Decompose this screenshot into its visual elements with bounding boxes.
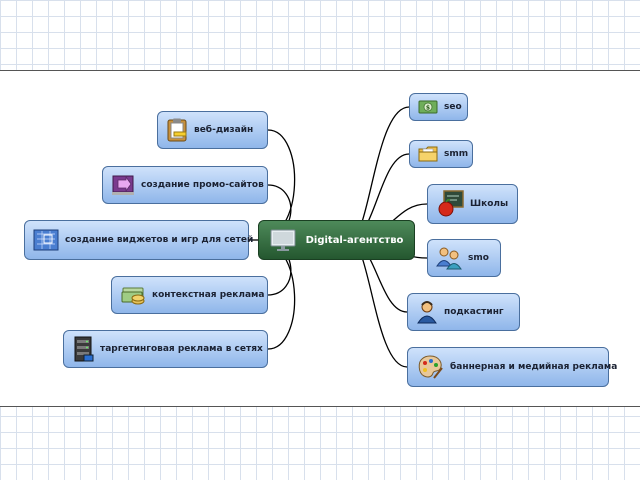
node-web-design[interactable]: веб-дизайн (157, 111, 268, 149)
node-smo[interactable]: smo (427, 239, 501, 277)
blueprint-icon (33, 229, 59, 251)
clipboard-icon (167, 118, 187, 142)
monitor-icon (270, 229, 296, 251)
node-label: подкастинг (444, 307, 504, 317)
person-icon (417, 301, 437, 324)
node-schools[interactable]: Школы (427, 184, 518, 224)
node-context-ads[interactable]: контекстная реклама (111, 276, 268, 314)
folder-icon (418, 146, 438, 162)
node-label: Школы (470, 199, 509, 209)
node-label: веб-дизайн (194, 125, 254, 135)
money-icon (121, 287, 145, 305)
node-banner-ads[interactable]: баннерная и медийная реклама (407, 347, 617, 387)
palette-icon (418, 355, 443, 379)
node-podcasting[interactable]: подкастинг (407, 293, 520, 331)
node-label: таргетинговая реклама в сетях (100, 344, 263, 354)
node-label: smo (468, 253, 489, 263)
server-rack-icon (74, 336, 94, 362)
svg-text:$: $ (426, 105, 430, 112)
center-label: Digital-агентство (305, 234, 404, 246)
center-node[interactable]: Digital-агентство (258, 220, 415, 260)
node-label: баннерная и медийная реклама (450, 362, 618, 372)
node-label: создание промо-сайтов (141, 180, 264, 190)
dollar-icon: $ (418, 100, 438, 114)
node-targeting-ads[interactable]: таргетинговая реклама в сетях (63, 330, 268, 368)
node-label: контекстная реклама (152, 290, 265, 300)
node-smm[interactable]: smm (409, 140, 473, 168)
people-icon (436, 247, 462, 270)
node-widgets-games[interactable]: создание виджетов и игр для сетей (24, 220, 253, 260)
node-label: seo (444, 102, 462, 112)
node-label: smm (444, 149, 469, 159)
apple-icon (438, 190, 464, 217)
node-label: создание виджетов и игр для сетей (65, 235, 254, 245)
flag-icon (112, 175, 134, 195)
node-promo-sites[interactable]: создание промо-сайтов (102, 166, 268, 204)
node-seo[interactable]: $ seo (409, 93, 468, 121)
